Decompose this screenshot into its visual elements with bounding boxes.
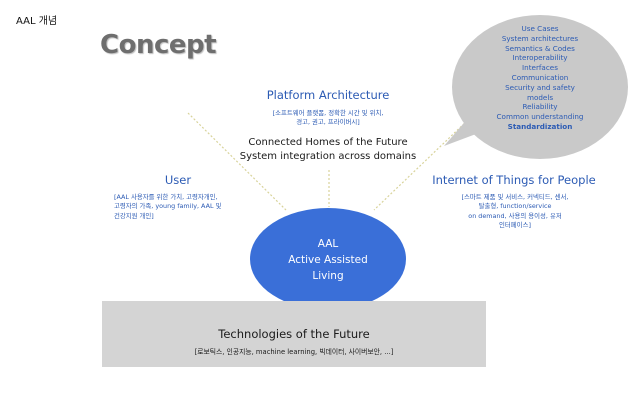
bubble-item: Reliability: [522, 102, 558, 112]
technologies-title: Technologies of the Future: [218, 327, 370, 341]
page-label: AAL 개념: [16, 16, 58, 27]
iot-title: Internet of Things for People: [432, 173, 596, 187]
aal-line: Living: [312, 270, 344, 282]
platform-desc-line: 경고, 권고, 프라이버시]: [296, 118, 360, 127]
aal-label: AAL Active Assisted Living: [258, 236, 398, 284]
platform-desc: [소프트웨어 플랫폼, 정확한 시간 및 위치, 경고, 권고, 프라이버시]: [238, 109, 418, 128]
user-title: User: [164, 173, 192, 187]
bubble-text: Use Cases System architectures Semantics…: [470, 24, 610, 132]
technologies-desc: [로보틱스, 인공지능, machine learning, 빅데이터, 사이버…: [194, 348, 394, 356]
aal-line: Active Assisted: [288, 254, 368, 266]
platform-subtitle: Connected Homes of the Future System int…: [228, 136, 428, 164]
bubble-emphasis: Standardization: [507, 121, 573, 131]
iot-desc-line: [스마트 제품 및 서비스, 커넥티드, 센서,: [461, 193, 569, 201]
bubble-item: Interfaces: [522, 63, 558, 73]
iot-desc-line: 탈출형, function/service: [478, 202, 552, 211]
user-desc-line: 고령자의 가족, young family, AAL 및: [114, 202, 222, 211]
platform-title: Platform Architecture: [266, 88, 390, 102]
aal-line: AAL: [317, 238, 339, 250]
speech-bubble: [444, 15, 628, 159]
platform-desc-line: [소프트웨어 플랫폼, 정확한 시간 및 위치,: [272, 109, 384, 117]
bubble-item: models: [526, 92, 554, 102]
platform-sub-line: Connected Homes of the Future: [248, 137, 408, 148]
bubble-item: System architectures: [501, 33, 579, 43]
user-desc-line: 건강지원 개인]: [114, 211, 154, 220]
bubble-item: Communication: [511, 72, 569, 82]
iot-desc: [스마트 제품 및 서비스, 커넥티드, 센서, 탈출형, function/s…: [440, 193, 590, 230]
bubble-item: Common understanding: [496, 112, 584, 122]
platform-sub-line: System integration across domains: [239, 151, 417, 162]
concept-heading: Concept: [100, 30, 217, 60]
iot-desc-line: on demand, 사용의 용이성, 유저: [468, 211, 562, 220]
bubble-item: Semantics & Codes: [505, 43, 575, 53]
user-desc-line: [AAL 사용자를 위한 가치, 고령자개인,: [114, 193, 218, 201]
technologies-box: [102, 301, 486, 367]
bubble-item: Use Cases: [521, 24, 559, 33]
user-desc: [AAL 사용자를 위한 가치, 고령자개인, 고령자의 가족, young f…: [114, 193, 264, 221]
bubble-item: Security and safety: [505, 82, 575, 92]
aal-ellipse: [250, 208, 406, 310]
connector-user-line: [187, 112, 287, 211]
bubble-item: Interoperability: [512, 53, 568, 63]
iot-desc-line: 인터페이스]: [499, 220, 531, 229]
